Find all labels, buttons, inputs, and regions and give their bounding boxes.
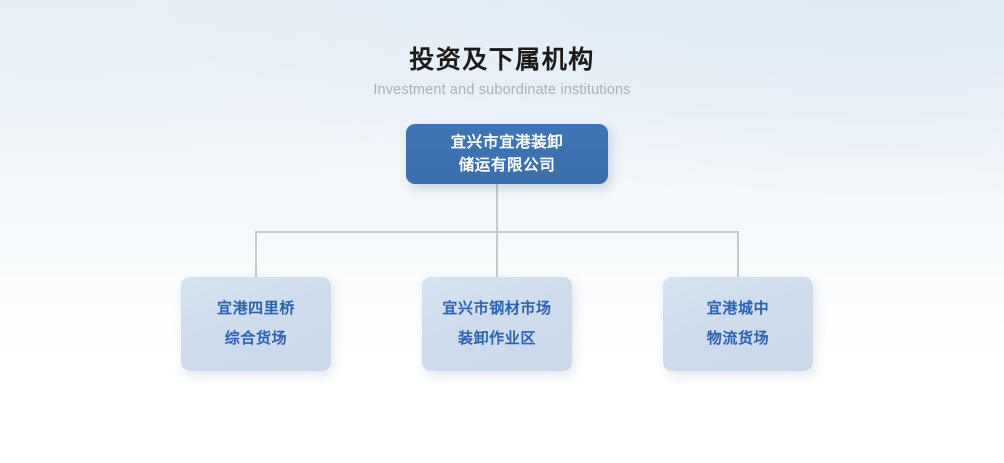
- org-node-child-2-line-1: 宜兴市钢材市场: [442, 300, 552, 317]
- org-node-child-1-line-2: 综合货场: [224, 330, 288, 347]
- connector-drop-child-2: [496, 231, 498, 278]
- org-node-child-2[interactable]: 宜兴市钢材市场 装卸作业区: [422, 277, 572, 371]
- org-node-child-1[interactable]: 宜港四里桥 综合货场: [181, 277, 331, 371]
- org-node-root-line-2: 储运有限公司: [458, 157, 556, 174]
- page-subtitle: Investment and subordinate institutions: [373, 82, 631, 98]
- org-node-child-1-line-1: 宜港四里桥: [216, 300, 295, 317]
- org-node-child-3-line-1: 宜港城中: [706, 300, 770, 317]
- org-node-root-line-1: 宜兴市宜港装卸: [450, 134, 564, 151]
- page-title: 投资及下属机构: [409, 46, 595, 74]
- org-node-root[interactable]: 宜兴市宜港装卸 储运有限公司: [406, 124, 608, 184]
- org-node-child-2-line-2: 装卸作业区: [457, 330, 536, 347]
- connector-root-stem: [496, 184, 498, 232]
- connector-drop-child-1: [255, 231, 257, 278]
- page-header: 投资及下属机构 Investment and subordinate insti…: [0, 44, 1004, 100]
- connector-drop-child-3: [737, 231, 739, 278]
- org-node-child-3-line-2: 物流货场: [706, 330, 770, 347]
- org-node-child-3[interactable]: 宜港城中 物流货场: [663, 277, 813, 371]
